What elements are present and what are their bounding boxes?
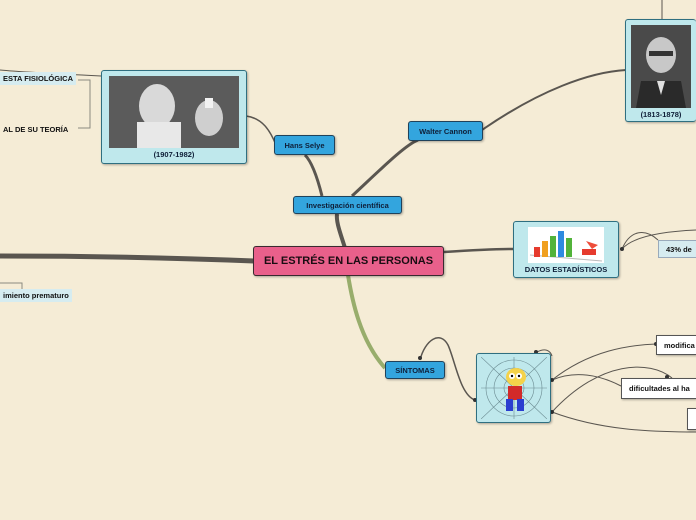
spiderweb-character-icon (480, 357, 547, 419)
leaf-teoria-label: AL DE SU TEORÍA (3, 125, 69, 134)
leaf-teoria[interactable]: AL DE SU TEORÍA (0, 123, 72, 136)
topic-investigacion[interactable]: Investigación científica (293, 196, 402, 214)
walter-cannon-photo (631, 25, 691, 108)
topic-hans-selye-label: Hans Selye (284, 140, 325, 150)
topic-walter-cannon-label: Walter Cannon (419, 126, 472, 136)
leaf-dificultades-label: dificultades al ha (629, 384, 690, 393)
hans-selye-photo (109, 76, 239, 148)
leaf-porcentaje[interactable]: 43% de (658, 240, 696, 258)
walter-cannon-years: (1813-1878) (640, 110, 682, 119)
leaf-dificultades[interactable]: dificultades al ha (621, 378, 696, 399)
datos-estadisticos-node[interactable]: DATOS ESTADÍSTICOS (513, 221, 619, 278)
sintomas-image-node[interactable] (476, 353, 551, 423)
hans-selye-years: (1907-1982) (153, 150, 195, 159)
leaf-empty[interactable] (687, 408, 696, 430)
topic-walter-cannon[interactable]: Walter Cannon (408, 121, 483, 141)
hans-selye-image-node[interactable]: (1907-1982) (101, 70, 247, 164)
central-topic[interactable]: EL ESTRÉS EN LAS PERSONAS (253, 246, 444, 276)
central-topic-label: EL ESTRÉS EN LAS PERSONAS (263, 255, 434, 267)
leaf-respuesta-fisiologica-label: ESTA FISIOLÓGICA (3, 74, 74, 83)
leaf-porcentaje-label: 43% de (666, 245, 692, 254)
bar-chart-icon (528, 227, 604, 263)
topic-sintomas-label: SÍNTOMAS (395, 365, 435, 375)
walter-cannon-image-node[interactable]: (1813-1878) (625, 19, 696, 122)
leaf-envejecimiento-label: imiento prematuro (3, 291, 69, 300)
leaf-envejecimiento[interactable]: imiento prematuro (0, 289, 72, 302)
leaf-modifica[interactable]: modifica (656, 335, 696, 355)
topic-hans-selye[interactable]: Hans Selye (274, 135, 335, 155)
topic-investigacion-label: Investigación científica (306, 200, 389, 210)
datos-estadisticos-label: DATOS ESTADÍSTICOS (524, 265, 608, 274)
leaf-respuesta-fisiologica[interactable]: ESTA FISIOLÓGICA (0, 72, 77, 85)
topic-sintomas[interactable]: SÍNTOMAS (385, 361, 445, 379)
leaf-modifica-label: modifica (664, 341, 695, 350)
